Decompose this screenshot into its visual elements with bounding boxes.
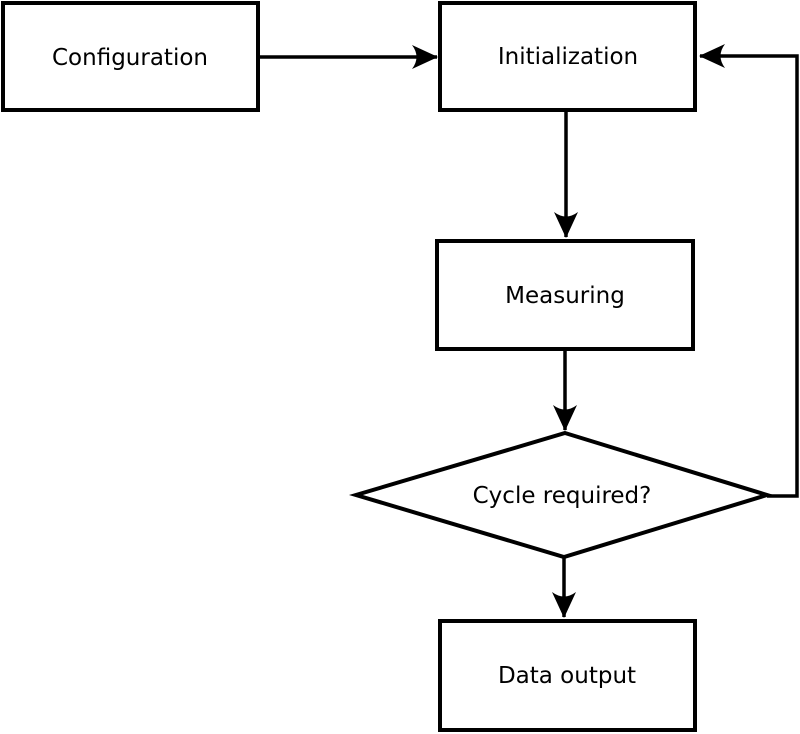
configuration-box: [1, 1, 260, 112]
data-output-label: Data output: [498, 663, 636, 689]
cycle-required-label: Cycle required?: [473, 483, 652, 509]
configuration-label: Configuration: [52, 45, 208, 71]
node-initialization: Initialization: [438, 1, 697, 112]
node-configuration: Configuration: [1, 1, 260, 112]
measuring-box: [435, 239, 695, 351]
initialization-label: Initialization: [498, 44, 638, 70]
measuring-label: Measuring: [505, 283, 625, 309]
node-cycle-required: Cycle required?: [348, 430, 774, 560]
node-data-output: Data output: [438, 619, 697, 732]
node-measuring: Measuring: [435, 239, 695, 351]
cycle-required-diamond: [348, 430, 774, 560]
edge-cycle-required-loop-to-initialization: [699, 44, 799, 498]
initialization-box: [438, 1, 697, 112]
data-output-box: [438, 619, 697, 732]
